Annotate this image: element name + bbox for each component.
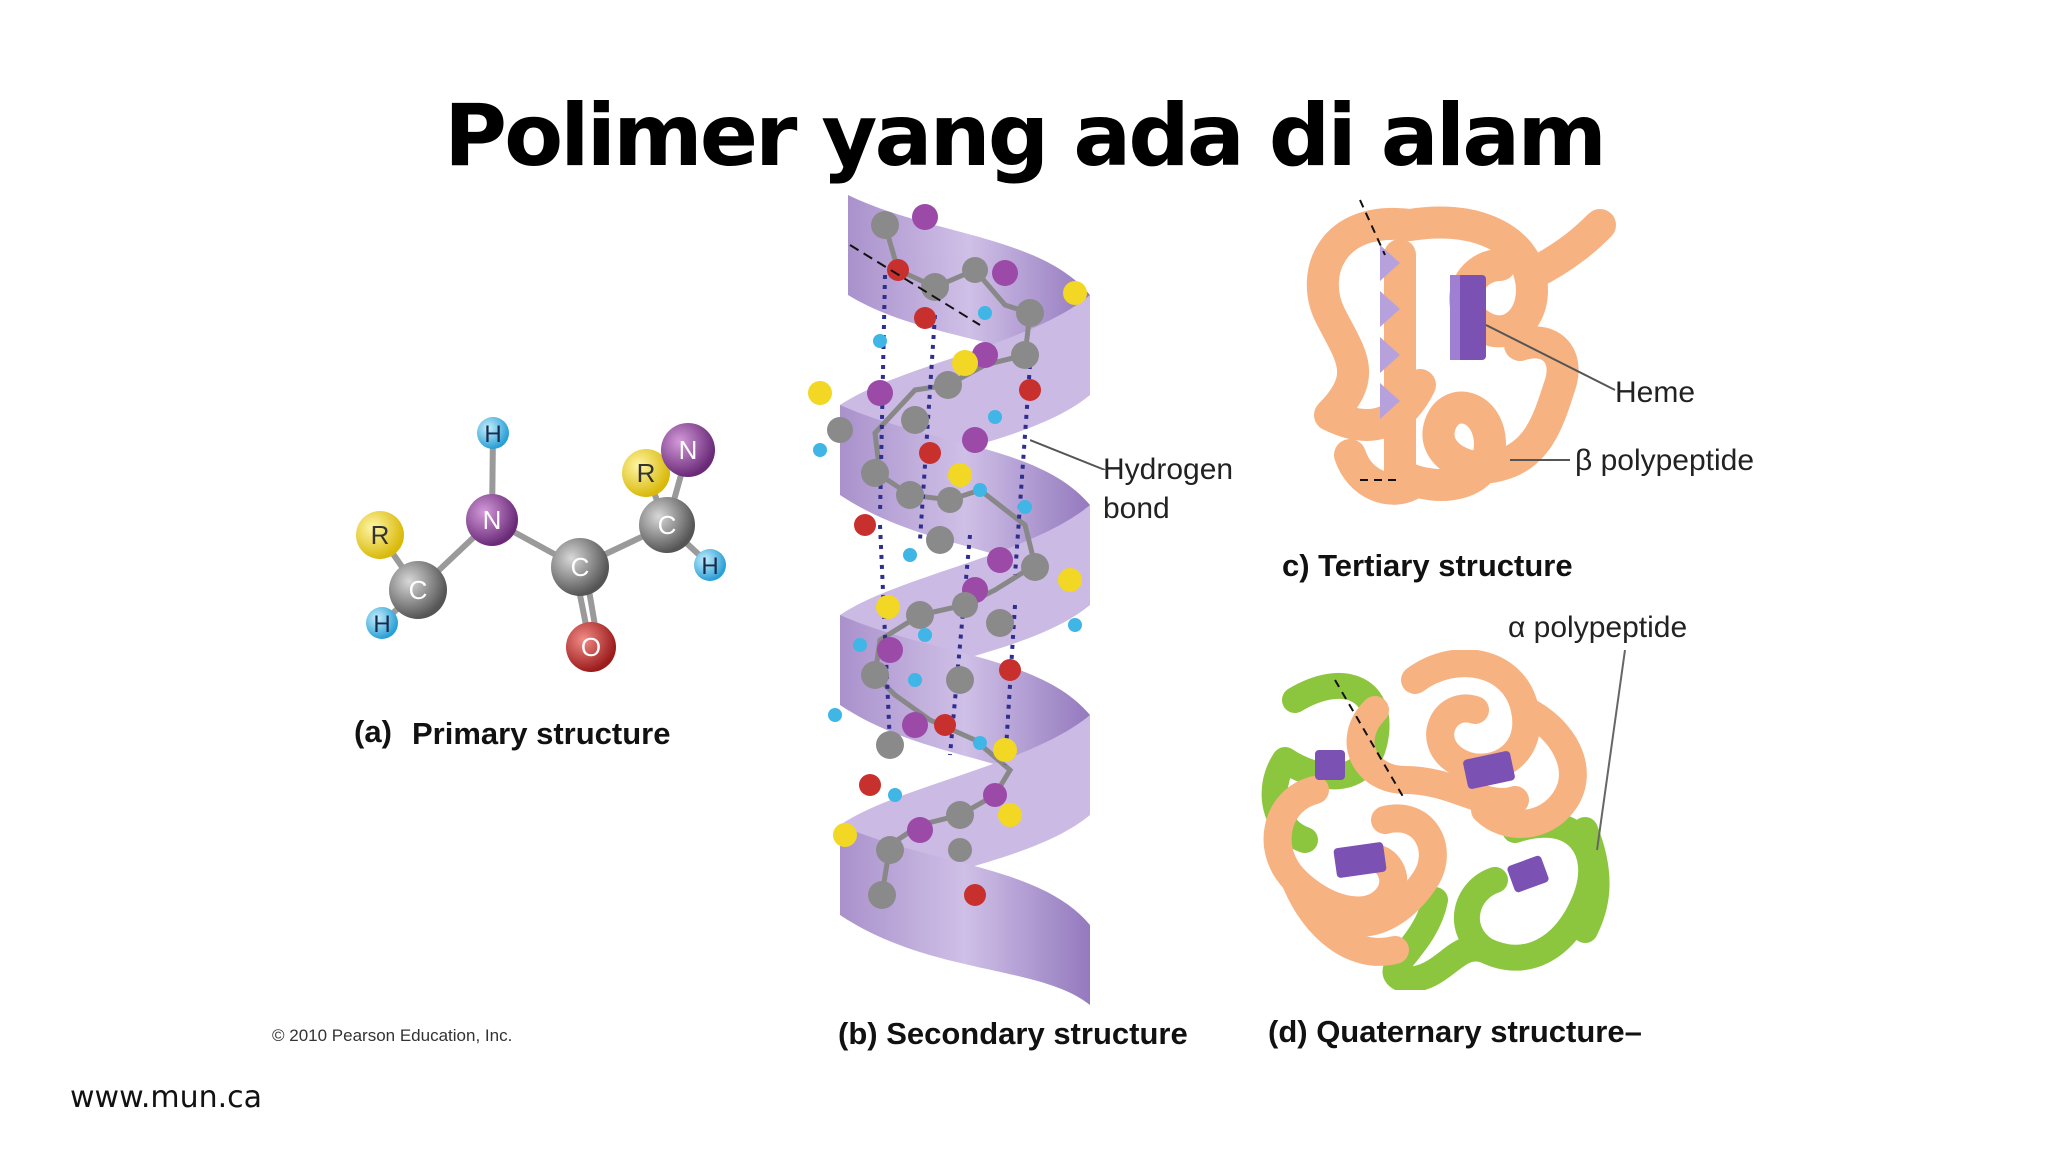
- heme-leader: [1485, 324, 1616, 391]
- tertiary-caption: c) Tertiary structure: [1282, 548, 1573, 583]
- heme-group-1: [1463, 751, 1515, 789]
- alpha-helix-diagram: [808, 195, 1090, 1005]
- heme-label: Heme: [1615, 376, 1696, 409]
- svg-text:O: O: [581, 632, 601, 662]
- quaternary-axis-line: [1334, 679, 1406, 801]
- secondary-caption: (b) Secondary structure: [838, 1016, 1188, 1051]
- heme-group-3: [1315, 750, 1345, 780]
- svg-text:H: H: [373, 611, 390, 638]
- atom-h-top: H: [477, 417, 509, 449]
- quaternary-structure-diagram: [1261, 650, 1626, 990]
- beta-chains: [1263, 650, 1587, 966]
- heme-highlight: [1450, 275, 1460, 360]
- tertiary-structure-diagram: [1306, 199, 1616, 505]
- svg-text:C: C: [658, 510, 677, 540]
- atom-n-right: N: [661, 423, 715, 477]
- atom-r-right: R: [622, 449, 670, 497]
- primary-structure-diagram: H R N C H C O R N C H: [356, 417, 726, 672]
- atom-c-right: C: [639, 497, 695, 553]
- atom-o: O: [566, 622, 616, 672]
- svg-text:C: C: [409, 575, 428, 605]
- alpha-leader: [1596, 650, 1626, 851]
- primary-caption: Primary structure: [412, 716, 671, 751]
- beta-polypeptide-label: β polypeptide: [1575, 444, 1755, 477]
- atom-r-left: R: [356, 511, 404, 559]
- heme-group-2: [1333, 842, 1387, 878]
- svg-text:N: N: [679, 435, 698, 465]
- hydrogen-bond-label-line2: bond: [1103, 492, 1170, 525]
- svg-text:H: H: [484, 421, 501, 448]
- svg-text:N: N: [483, 505, 502, 535]
- hydrogen-bond-leader: [1030, 439, 1106, 470]
- copyright-notice: © 2010 Pearson Education, Inc.: [272, 1026, 513, 1045]
- heme-group-4: [1507, 855, 1549, 893]
- helix-atoms: [808, 204, 1087, 909]
- atom-h-right: H: [694, 549, 726, 581]
- alpha-polypeptide-label: α polypeptide: [1508, 611, 1688, 644]
- svg-text:C: C: [571, 552, 590, 582]
- atom-h-left: H: [366, 607, 398, 639]
- quaternary-caption: (d) Quaternary structure–: [1268, 1014, 1642, 1049]
- svg-text:R: R: [371, 520, 390, 550]
- hydrogen-bond-label-line1: Hydrogen: [1103, 453, 1234, 486]
- atom-c-mid: C: [551, 538, 609, 596]
- slide-title: Polimer yang ada di alam: [444, 86, 1607, 186]
- helix-axis-line: [849, 244, 981, 326]
- atom-c-left: C: [389, 561, 447, 619]
- tertiary-axis-line: [1359, 199, 1386, 256]
- atom-n-mid: N: [466, 494, 518, 546]
- svg-text:R: R: [637, 458, 656, 488]
- primary-caption-letter: (a): [354, 714, 392, 749]
- source-url: www.mun.ca: [70, 1080, 263, 1115]
- beta-helix-segment: [1380, 245, 1400, 419]
- svg-text:H: H: [701, 553, 718, 580]
